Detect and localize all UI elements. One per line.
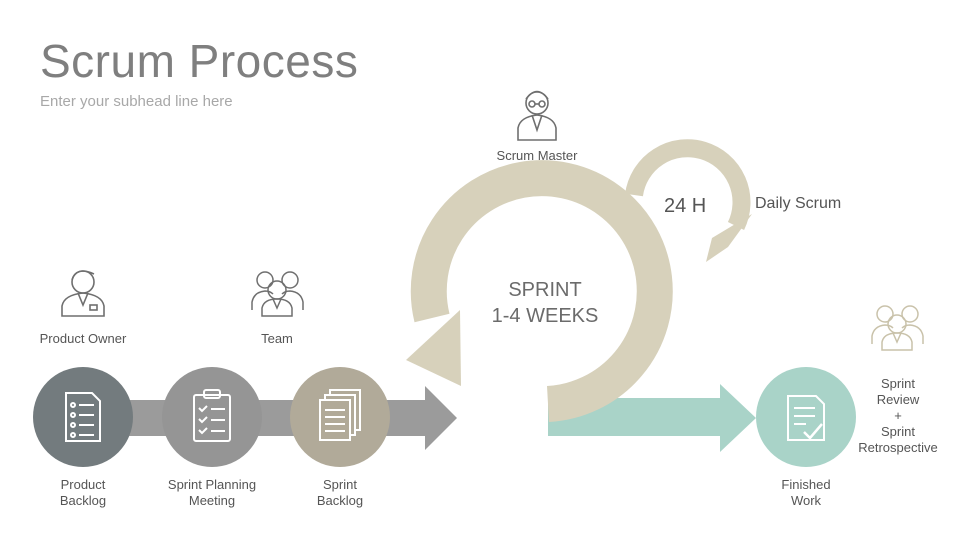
product-owner-icon (61, 270, 105, 317)
daily-loop-arrowhead (706, 214, 752, 262)
product-backlog-label: Product Backlog (59, 477, 107, 508)
clipboard-icon (193, 389, 231, 442)
scrum-master-icon (517, 90, 557, 141)
daily-scrum-label: Daily Scrum (755, 195, 842, 212)
documents-icon (319, 389, 361, 441)
flow-arrow (372, 386, 457, 450)
sprint-loop-arc (410, 160, 673, 422)
product-owner-label: Product Owner (39, 331, 127, 346)
product-backlog-circle (33, 367, 133, 467)
finished-work-label: Finished Work (781, 477, 831, 508)
sprint-review-label: Sprint Review + Sprint Retrospective (858, 376, 938, 455)
document-check-icon (787, 395, 825, 441)
scrum-master-label: Scrum Master (496, 148, 578, 163)
sprint-planning-circle (162, 367, 262, 467)
sprint-label: SPRINT 1-4 WEEKS (491, 279, 599, 327)
team-label: Team (261, 331, 293, 346)
page-subtitle: Enter your subhead line here (40, 93, 233, 110)
sprint-loop-arrowhead (406, 310, 461, 386)
cycle-label: 24 H (664, 195, 707, 217)
daily-loop-arc (625, 139, 751, 230)
page-title: Scrum Process (40, 35, 359, 87)
list-icon (65, 392, 101, 442)
review-team-icon (871, 305, 924, 351)
sprint-backlog-label: Sprint Backlog (316, 477, 364, 508)
team-icon (251, 271, 304, 317)
sprint-planning-label: Sprint Planning Meeting (167, 477, 257, 508)
